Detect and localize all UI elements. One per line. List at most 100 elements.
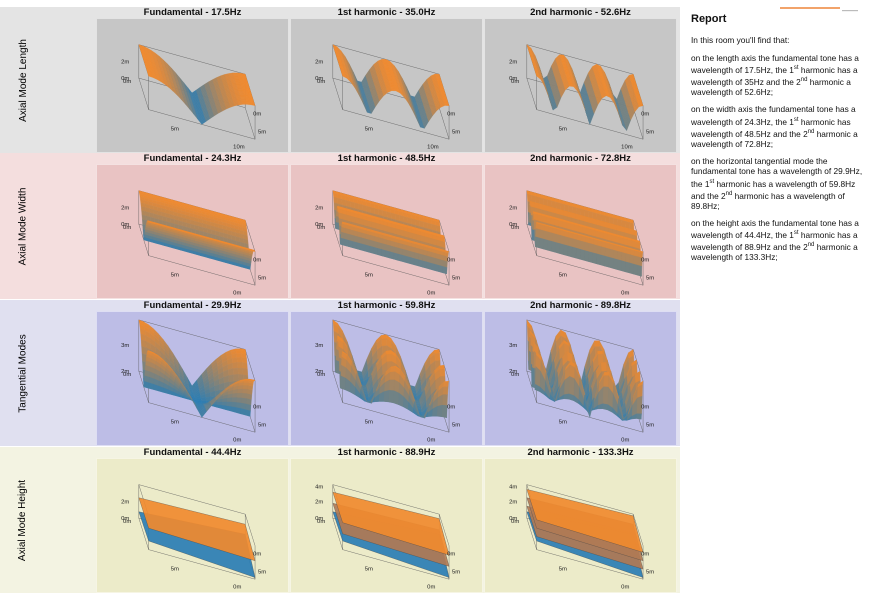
axis-tick-label: 5m: [258, 422, 266, 428]
surface-facet: [417, 259, 423, 268]
surface-facet: [221, 401, 228, 406]
row-label-text: Tangential Modes: [17, 333, 29, 413]
surface-facet: [563, 235, 569, 246]
surface-facet: [604, 247, 610, 258]
surface-facet: [633, 263, 638, 276]
axis-tick-label: 5m: [171, 126, 179, 132]
surface-facet: [555, 241, 561, 254]
surface-facet: [625, 252, 631, 263]
row-label: Axial Mode Length: [0, 7, 46, 153]
surface-facet: [543, 238, 548, 251]
axis-tick-label: 0m: [447, 258, 455, 264]
surface-facet: [621, 251, 627, 262]
surface-facet: [547, 231, 553, 242]
surface-facet: [236, 353, 242, 358]
axis-tick-label: 0m: [253, 112, 261, 118]
surface-facet: [348, 239, 354, 248]
panel-title: Fundamental - 29.9Hz: [143, 300, 242, 311]
axis-tick-label: 5m: [452, 129, 460, 135]
surface-facet: [235, 350, 242, 354]
surface-facet: [563, 244, 569, 257]
surface-facet: [616, 258, 622, 271]
brand-logo-strip: [780, 0, 860, 12]
surface-facet: [232, 362, 238, 369]
surface-facet: [535, 227, 541, 238]
axis-tick-label: 5m: [452, 275, 460, 281]
surface-facet: [442, 265, 448, 275]
surface-facet: [426, 261, 431, 270]
surface-facet: [551, 240, 557, 253]
axis-tick-label: 2m: [121, 60, 129, 66]
surface-facet: [238, 103, 243, 106]
surface-facet: [226, 397, 233, 402]
surface-facet: [609, 248, 614, 259]
plot-box-edge: [526, 44, 634, 75]
surface-facet: [250, 103, 256, 106]
surface-facet: [237, 388, 243, 394]
surface-facet: [242, 367, 249, 376]
surface-facet: [372, 246, 378, 255]
surface-facet: [567, 245, 573, 258]
axis-tick-label: 0m: [427, 291, 435, 297]
plot-box-edge: [536, 255, 644, 286]
panel-title: 2nd harmonic - 52.6Hz: [530, 7, 631, 18]
axis-tick-label: 5m: [559, 126, 567, 132]
axis-tick-label: 10m: [621, 145, 633, 151]
axis-tick-label: 0m: [509, 76, 517, 82]
surface-facet: [629, 254, 635, 264]
surface-facet: [239, 94, 245, 97]
surface-facet: [633, 255, 639, 266]
surface-facet: [539, 229, 545, 239]
axis-tick-label: 0m: [511, 79, 519, 85]
surface-facet: [216, 401, 223, 406]
surface-facet: [373, 240, 379, 249]
plot-box-edge: [138, 78, 149, 110]
plot-box-edge: [633, 220, 644, 252]
axis-tick-label: 0m: [123, 372, 131, 378]
plot-box-edge: [633, 107, 644, 140]
axis-tick-label: 0m: [121, 76, 129, 82]
surface-facet: [413, 258, 419, 267]
axis-tick-label: 5m: [171, 419, 179, 425]
axis-tick-label: 0m: [253, 405, 261, 411]
axis-tick-label: 5m: [258, 129, 266, 135]
surface-facet: [344, 238, 350, 247]
surface-facet: [547, 239, 553, 252]
surface-facet: [637, 264, 643, 277]
axis-tick-label: 2m: [121, 369, 129, 375]
surface-facet: [393, 252, 399, 261]
axis-tick-label: 5m: [258, 275, 266, 281]
surface-facet: [237, 87, 243, 89]
plot-box-edge: [245, 107, 256, 140]
surface-facet: [235, 401, 242, 409]
surface-mesh: [138, 319, 256, 418]
surface-facet: [227, 368, 234, 376]
panel-title: 1st harmonic - 59.8Hz: [337, 300, 436, 311]
surface-facet: [234, 78, 240, 81]
surface-facet: [438, 264, 444, 273]
surface-facet: [216, 404, 222, 409]
axis-tick-label: 2m: [509, 206, 517, 212]
surface-mesh: [332, 190, 450, 275]
surface-facet: [426, 255, 432, 263]
surface-facet: [377, 247, 382, 256]
row-label-text: Axial Mode Width: [17, 187, 29, 265]
surface-facet: [600, 254, 606, 267]
plot-box-edge: [342, 402, 450, 433]
surface-facet: [551, 232, 557, 243]
surface-facet: [236, 397, 242, 403]
surface-facet: [444, 104, 450, 106]
plot-box-edge: [148, 255, 256, 286]
plot-box-edge: [332, 371, 343, 403]
